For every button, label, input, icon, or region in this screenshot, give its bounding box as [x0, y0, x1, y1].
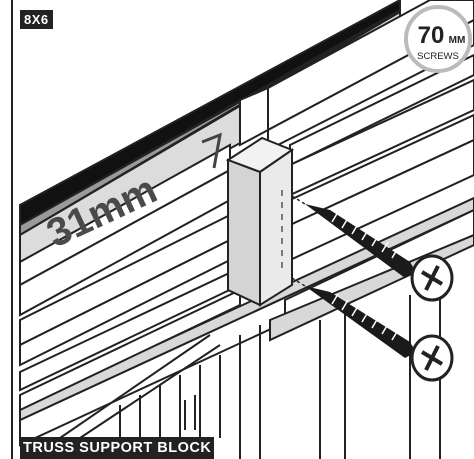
upper-screw [291, 195, 454, 302]
block-side [259, 148, 293, 307]
support-block [225, 136, 295, 307]
screws [291, 195, 454, 382]
screw-length-value: 70 [418, 22, 445, 49]
timber-size-label: 8X6 [20, 10, 53, 29]
screw-type-label: SCREWS [417, 51, 459, 62]
diagram-caption: TRUSS SUPPORT BLOCK [20, 437, 215, 459]
top-timbers [19, 0, 474, 412]
block-front [227, 158, 261, 307]
lower-screw [291, 277, 454, 382]
screw-length-unit: MM [449, 35, 466, 46]
dimension-bracket [201, 132, 222, 169]
screw-length-badge: 70 MM SCREWS [404, 5, 472, 73]
